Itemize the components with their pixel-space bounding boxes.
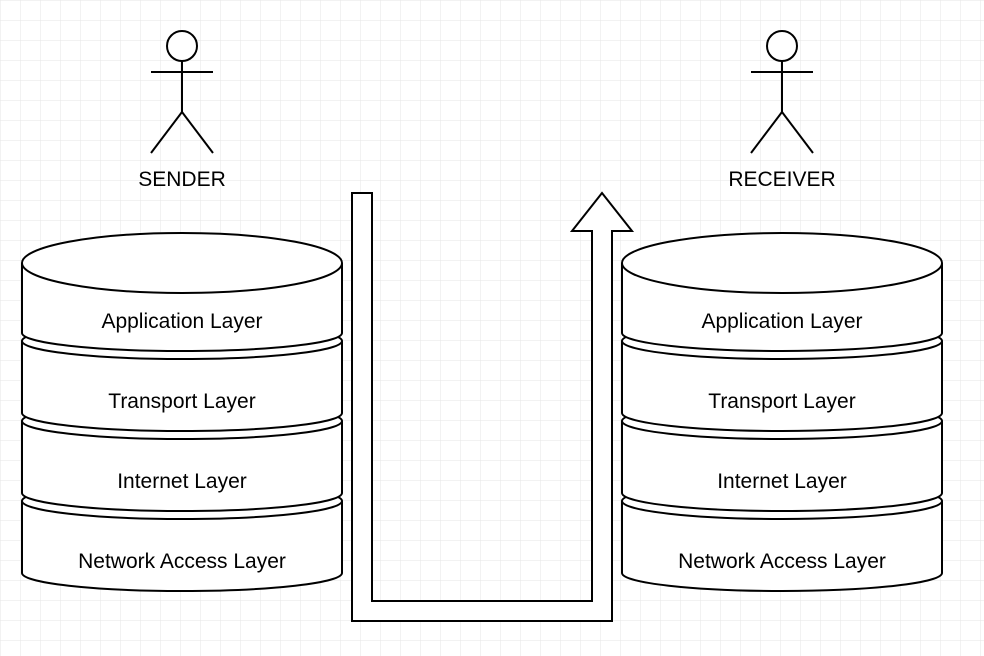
receiver-layer-network-access-label: Network Access Layer	[678, 550, 886, 573]
sender-actor-right-leg	[181, 111, 214, 154]
sender-layer-transport-label: Transport Layer	[108, 390, 255, 413]
receiver-actor-right-leg	[781, 111, 814, 154]
sender-actor-left-leg	[150, 111, 183, 154]
receiver-layer-internet-label: Internet Layer	[717, 470, 847, 493]
receiver-actor[interactable]	[750, 30, 814, 154]
sender-layer-network-access[interactable]: Network Access Layer	[21, 482, 343, 592]
sender-layer-internet-label: Internet Layer	[117, 470, 247, 493]
sender-actor[interactable]	[150, 30, 214, 154]
sender-stack: Network Access Layer Internet Layer Tran…	[21, 232, 343, 592]
receiver-stack: Network Access Layer Internet Layer Tran…	[621, 232, 943, 592]
data-flow-arrow[interactable]	[351, 191, 635, 622]
sender-label: SENDER	[138, 168, 226, 191]
sender-actor-head	[166, 30, 198, 62]
receiver-actor-head	[766, 30, 798, 62]
sender-layer-application[interactable]: Application Layer	[21, 232, 343, 352]
receiver-layer-transport[interactable]: Transport Layer	[621, 322, 943, 432]
receiver-layer-internet[interactable]: Internet Layer	[621, 402, 943, 512]
receiver-layer-application[interactable]: Application Layer	[621, 232, 943, 352]
receiver-label: RECEIVER	[728, 168, 835, 191]
sender-layer-network-access-label: Network Access Layer	[78, 550, 286, 573]
sender-layer-application-label: Application Layer	[101, 310, 262, 333]
sender-layer-transport[interactable]: Transport Layer	[21, 322, 343, 432]
receiver-layer-network-access[interactable]: Network Access Layer	[621, 482, 943, 592]
sender-layer-internet[interactable]: Internet Layer	[21, 402, 343, 512]
receiver-layer-transport-label: Transport Layer	[708, 390, 855, 413]
receiver-layer-application-label: Application Layer	[701, 310, 862, 333]
receiver-actor-left-leg	[750, 111, 783, 154]
